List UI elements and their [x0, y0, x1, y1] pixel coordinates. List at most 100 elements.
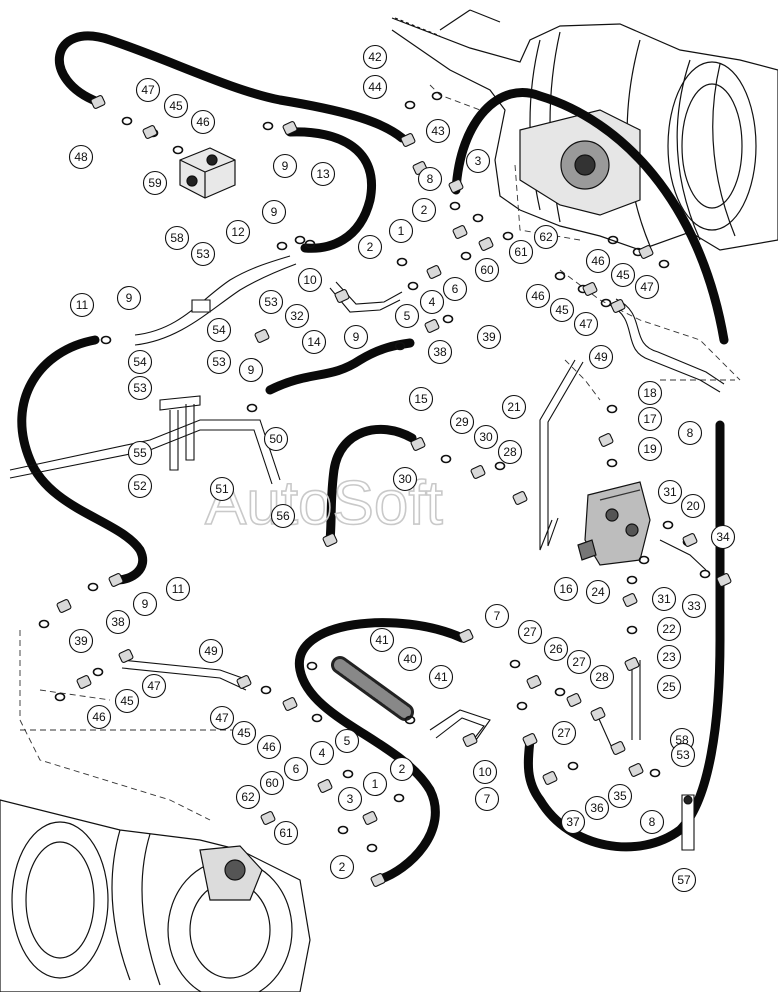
o-ring — [440, 454, 452, 464]
callout-circle — [337, 786, 363, 812]
callout-circle — [637, 380, 663, 406]
callout-circle — [357, 234, 383, 260]
o-ring — [276, 241, 288, 251]
callout-c46e: 46 — [256, 734, 282, 760]
callout-c13: 13 — [310, 161, 336, 187]
callout-circle — [566, 649, 592, 675]
callout-number: 37 — [566, 815, 580, 829]
o-ring — [172, 145, 184, 155]
callout-circle — [560, 809, 586, 835]
o-ring — [606, 404, 618, 414]
callout-number: 45 — [237, 726, 251, 740]
callout-number: 45 — [120, 694, 134, 708]
callout-circle — [258, 289, 284, 315]
callout-circle — [388, 218, 414, 244]
callout-circle — [235, 784, 261, 810]
callout-c41b: 41 — [428, 664, 454, 690]
callout-c39a: 39 — [476, 324, 502, 350]
callout-c2d: 2 — [329, 854, 355, 880]
callout-c34: 34 — [710, 524, 736, 550]
callout-circle — [639, 809, 665, 835]
callout-number: 55 — [133, 446, 147, 460]
callout-number: 57 — [677, 873, 691, 887]
callout-circle — [114, 688, 140, 714]
callout-c58a: 58 — [164, 225, 190, 251]
manifold-block — [179, 147, 236, 199]
callout-number: 45 — [616, 268, 630, 282]
fitting-nut — [638, 245, 654, 259]
callout-circle — [533, 224, 559, 250]
callout-c27a: 27 — [517, 619, 543, 645]
callout-number: 25 — [662, 680, 676, 694]
o-ring — [699, 569, 711, 579]
callout-circle — [329, 854, 355, 880]
callout-circle — [343, 324, 369, 350]
o-ring — [306, 661, 318, 671]
callout-c62b: 62 — [235, 784, 261, 810]
callout-number: 31 — [663, 485, 677, 499]
callout-circle — [127, 473, 153, 499]
callout-c1a: 1 — [388, 218, 414, 244]
callout-circle — [127, 349, 153, 375]
fitting-nut — [462, 733, 478, 747]
callout-circle — [417, 166, 443, 192]
o-ring — [554, 687, 566, 697]
callout-number: 47 — [215, 711, 229, 725]
o-ring — [262, 121, 274, 131]
callout-number: 16 — [559, 582, 573, 596]
callout-c6a: 6 — [442, 276, 468, 302]
callout-number: 39 — [482, 330, 496, 344]
callout-circle — [127, 440, 153, 466]
hose-15 — [325, 425, 417, 545]
callout-circle — [362, 74, 388, 100]
callout-c10b: 10 — [472, 759, 498, 785]
callout-number: 45 — [555, 303, 569, 317]
callout-number: 47 — [579, 317, 593, 331]
callout-number: 9 — [142, 597, 149, 611]
callout-c37: 37 — [560, 809, 586, 835]
callout-circle — [362, 771, 388, 797]
callout-number: 3 — [347, 792, 354, 806]
fitting-nut — [622, 593, 638, 607]
callout-number: 13 — [316, 167, 330, 181]
callout-c46a: 46 — [190, 109, 216, 135]
callout-circle — [677, 420, 703, 446]
callout-number: 50 — [269, 432, 283, 446]
callout-number: 2 — [339, 860, 346, 874]
o-ring — [449, 201, 461, 211]
o-ring — [567, 761, 579, 771]
fitting-nut — [526, 675, 542, 689]
callout-number: 9 — [126, 291, 133, 305]
o-ring — [246, 403, 258, 413]
callout-number: 8 — [427, 172, 434, 186]
callout-circle — [86, 704, 112, 730]
callout-number: 5 — [344, 734, 351, 748]
fitting-nut — [458, 629, 474, 643]
o-ring — [460, 251, 472, 261]
o-ring — [121, 116, 133, 126]
callout-circle — [497, 439, 523, 465]
o-ring — [394, 341, 406, 351]
callout-c2c: 2 — [389, 756, 415, 782]
o-ring — [337, 825, 349, 835]
callout-c45e: 45 — [231, 720, 257, 746]
callout-circle — [142, 170, 168, 196]
o-ring — [38, 619, 50, 629]
callout-circle — [261, 199, 287, 225]
callout-c60a: 60 — [474, 257, 500, 283]
filter-sleeve — [331, 656, 414, 721]
callout-c38b: 38 — [105, 609, 131, 635]
o-ring — [494, 461, 506, 471]
fitting-nut — [582, 282, 598, 296]
callout-circle — [68, 144, 94, 170]
callout-circle — [369, 627, 395, 653]
callout-number: 42 — [368, 50, 382, 64]
fittings — [38, 91, 732, 887]
fitting-nut — [410, 437, 426, 451]
callout-circle — [681, 593, 707, 619]
callout-circle — [362, 44, 388, 70]
fitting-nut — [624, 657, 640, 671]
callout-circle — [135, 77, 161, 103]
callout-circle — [543, 636, 569, 662]
